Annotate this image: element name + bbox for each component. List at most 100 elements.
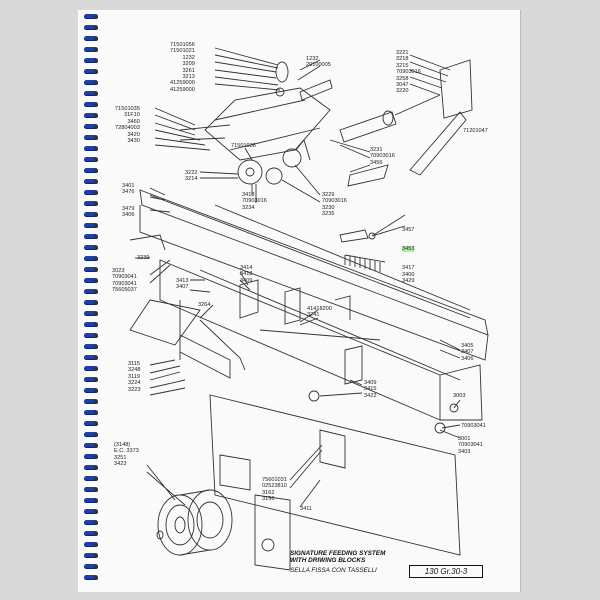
part-number-label: 3417 bbox=[402, 265, 415, 272]
binding-ring bbox=[84, 542, 98, 547]
part-number-label: 41259000 bbox=[170, 80, 195, 87]
punch-hole bbox=[94, 367, 98, 371]
label-group-center-9: 3411 bbox=[300, 506, 312, 512]
label-group-left-5: 3239 bbox=[137, 255, 149, 261]
part-number-label: 3047 bbox=[396, 82, 409, 89]
punch-hole bbox=[94, 554, 98, 558]
part-number-label: 75605037 bbox=[112, 287, 137, 294]
binding-ring bbox=[84, 157, 98, 162]
part-number-label: 3401 bbox=[122, 183, 135, 189]
punch-hole bbox=[94, 26, 98, 30]
punch-hole bbox=[94, 444, 98, 448]
part-number-label: 75601031 bbox=[262, 477, 287, 483]
part-number-label: 41418200 bbox=[307, 306, 332, 312]
binding-ring bbox=[84, 377, 98, 382]
punch-hole bbox=[94, 345, 98, 349]
punch-hole bbox=[94, 213, 98, 217]
part-number-label: 3261 bbox=[182, 67, 195, 74]
punch-hole bbox=[94, 499, 98, 503]
binding-ring bbox=[84, 91, 98, 96]
punch-hole bbox=[94, 510, 98, 514]
binding-ring bbox=[84, 454, 98, 459]
punch-hole bbox=[94, 576, 98, 580]
part-number-label: 3229 bbox=[322, 192, 335, 198]
punch-hole bbox=[94, 521, 98, 525]
punch-hole bbox=[94, 488, 98, 492]
binding-ring bbox=[84, 564, 98, 569]
punch-hole bbox=[94, 158, 98, 162]
part-number-label: 3235 bbox=[322, 211, 335, 218]
binding-ring bbox=[84, 300, 98, 305]
binding-ring bbox=[84, 278, 98, 283]
part-number-label: (3148) bbox=[114, 442, 131, 448]
binding-ring bbox=[84, 476, 98, 481]
part-number-label: 3476 bbox=[122, 189, 135, 196]
binding-ring bbox=[84, 58, 98, 63]
punch-hole bbox=[94, 532, 98, 536]
binding-ring bbox=[84, 14, 98, 19]
binding-ring bbox=[84, 135, 98, 140]
binding-ring bbox=[84, 388, 98, 393]
part-number-label: 3406 bbox=[122, 212, 135, 219]
punch-hole bbox=[94, 202, 98, 206]
binding-ring bbox=[84, 179, 98, 184]
binding-ring bbox=[84, 36, 98, 41]
binding-ring bbox=[84, 355, 98, 360]
part-number-label: 70903016 bbox=[322, 198, 347, 205]
part-number-label: 3400 bbox=[402, 271, 415, 278]
part-number-label: 3405 bbox=[461, 343, 474, 349]
punch-hole bbox=[94, 37, 98, 41]
punch-hole bbox=[94, 422, 98, 426]
binding-ring bbox=[84, 344, 98, 349]
part-number-label: 3231 bbox=[370, 147, 383, 153]
punch-hole bbox=[94, 301, 98, 305]
title-line-2: WITH DRIWING BLOCKS bbox=[290, 557, 366, 565]
spiral-binding bbox=[84, 12, 100, 588]
punch-hole bbox=[94, 70, 98, 74]
catalog-page bbox=[78, 10, 520, 592]
label-3453-highlighted: 3453 bbox=[402, 246, 415, 253]
title-line-1: SIGNATURE FEEDING SYSTEM bbox=[290, 550, 386, 557]
part-number-label: 3119 bbox=[128, 373, 141, 380]
punch-hole bbox=[94, 411, 98, 415]
part-number-label: 70903041 bbox=[461, 423, 486, 429]
binding-ring bbox=[84, 201, 98, 206]
binding-ring bbox=[84, 256, 98, 261]
part-number-label: 3251 bbox=[114, 454, 127, 461]
punch-hole bbox=[94, 81, 98, 85]
part-number-label: 3406 bbox=[461, 355, 474, 362]
part-number-label: 71501035 bbox=[115, 106, 140, 112]
part-number-label: 3407 bbox=[176, 284, 189, 291]
binding-ring bbox=[84, 553, 98, 558]
part-number-label: 3411 bbox=[300, 506, 313, 512]
binding-ring bbox=[84, 443, 98, 448]
label-group-right-3: 70903041 bbox=[461, 423, 486, 429]
punch-hole bbox=[94, 334, 98, 338]
punch-hole bbox=[94, 455, 98, 459]
part-number-label: 70903041 bbox=[458, 442, 483, 449]
part-number-label: 3214 bbox=[185, 176, 198, 183]
label-group-mid-1: 71501036 bbox=[231, 143, 256, 149]
punch-hole bbox=[94, 15, 98, 19]
punch-hole bbox=[94, 466, 98, 470]
punch-hole bbox=[94, 279, 98, 283]
punch-hole bbox=[94, 323, 98, 327]
label-group-right-2: 3003 bbox=[453, 393, 465, 399]
part-number-label: E.C. 3373 bbox=[114, 448, 139, 455]
binding-ring bbox=[84, 498, 98, 503]
binding-ring bbox=[84, 47, 98, 52]
part-number-label: 3409 bbox=[240, 277, 253, 284]
